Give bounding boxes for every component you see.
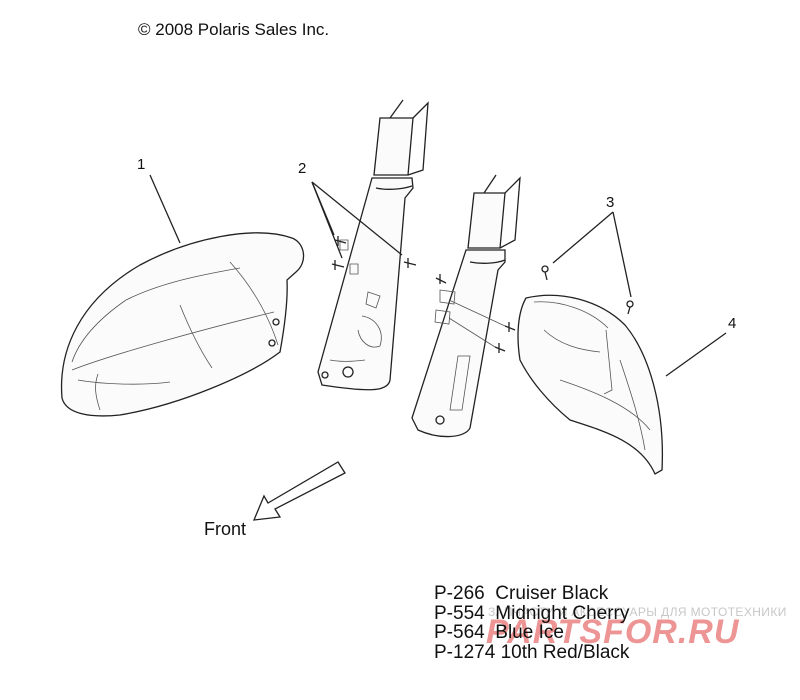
callout-4-label: 4 bbox=[728, 315, 737, 332]
color-code-row: P-1274 10th Red/Black bbox=[434, 641, 630, 663]
front-fender-part-1 bbox=[60, 232, 305, 417]
left-fork-leg bbox=[317, 99, 429, 391]
color-name: 10th Red/Black bbox=[500, 641, 630, 663]
watermark-subtitle: ЗАПЧАСТИ И АКСЕССУАРЫ ДЛЯ МОТОТЕХНИКИ bbox=[488, 605, 787, 619]
right-fork-leg bbox=[411, 174, 521, 438]
color-code-legend: P-266 Cruiser Black P-554 Midnight Cherr… bbox=[434, 584, 629, 662]
color-code: P-564 bbox=[434, 622, 485, 643]
color-code: P-1274 bbox=[434, 641, 496, 663]
color-name: Blue Ice bbox=[495, 622, 564, 643]
leader-lines bbox=[149, 174, 727, 377]
front-direction-label: Front bbox=[204, 519, 247, 539]
color-name: Midnight Cherry bbox=[495, 602, 630, 624]
rear-fender-part-4 bbox=[517, 265, 664, 475]
watermark-logo: PARTSFOR.RU bbox=[486, 613, 740, 651]
callout-2-label: 2 bbox=[298, 160, 307, 177]
callout-3-label: 3 bbox=[606, 194, 615, 211]
fasteners-callout-2 bbox=[331, 236, 516, 353]
color-code: P-266 bbox=[434, 583, 485, 604]
color-code: P-554 bbox=[434, 602, 485, 624]
front-arrow-icon bbox=[252, 461, 346, 521]
copyright-notice: © 2008 Polaris Sales Inc. bbox=[138, 20, 330, 39]
callout-1-label: 1 bbox=[137, 156, 146, 173]
color-code-row: P-554 Midnight Cherry bbox=[434, 602, 630, 624]
color-code-row: P-564 Blue Ice bbox=[434, 623, 629, 643]
color-code-row: P-266 Cruiser Black bbox=[434, 584, 629, 604]
color-name: Cruiser Black bbox=[495, 583, 609, 604]
